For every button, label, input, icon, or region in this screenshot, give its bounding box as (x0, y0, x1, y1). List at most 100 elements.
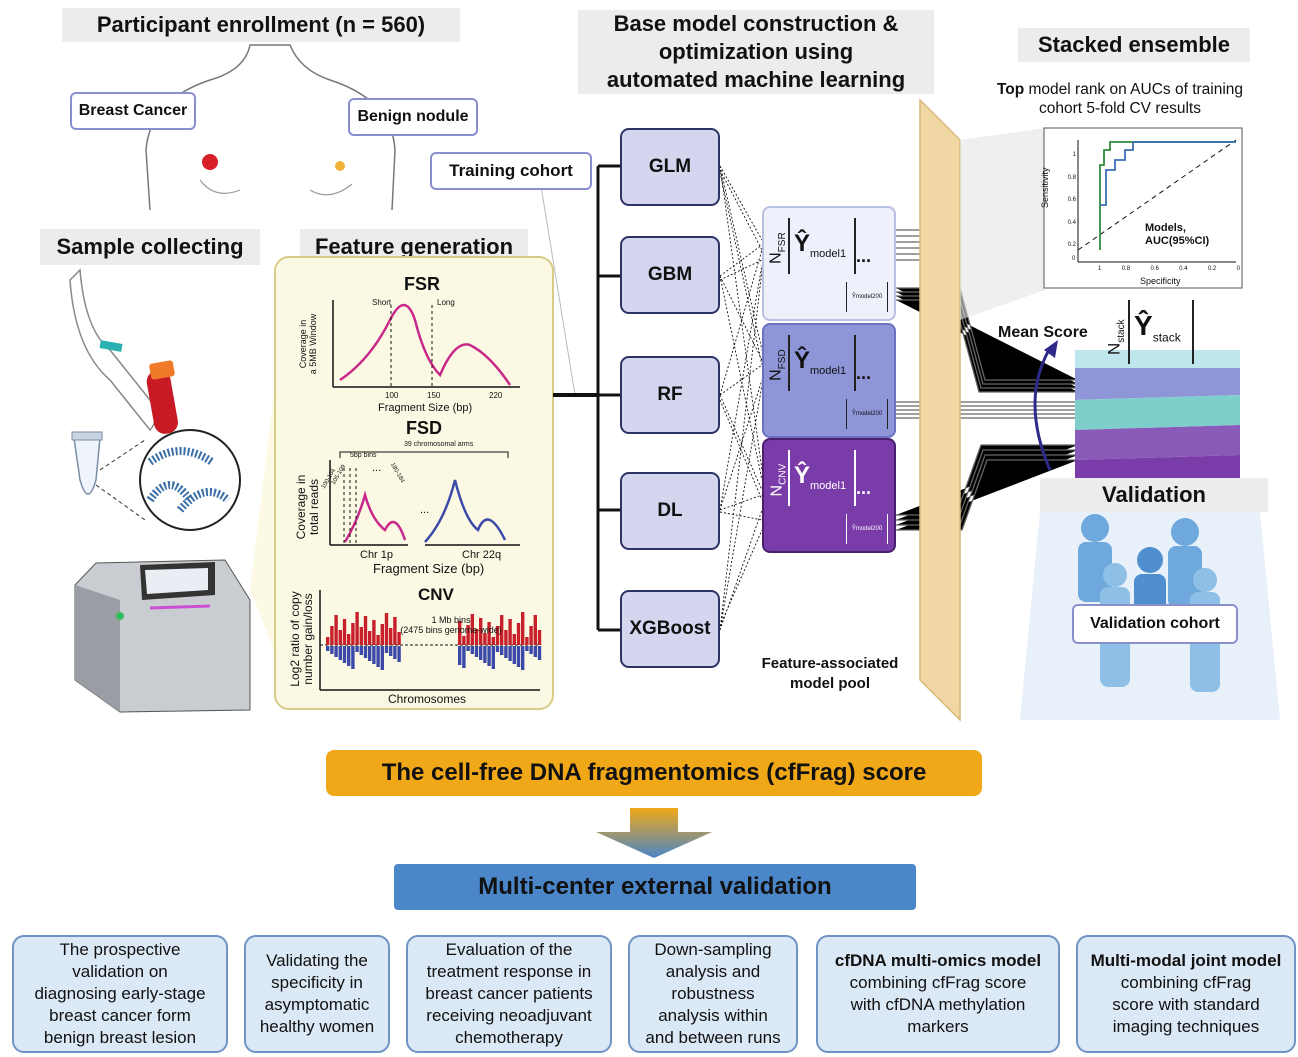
cnv-loss-bar (338, 646, 342, 660)
cnv-gain-bar (330, 626, 334, 645)
fsr-short-label: Short (372, 298, 392, 307)
fsr-xtick-220: 220 (489, 391, 503, 400)
cnv-loss-bar (359, 646, 363, 655)
cnv-loss-bar (508, 646, 512, 661)
cnv-gain-bar (389, 628, 393, 645)
roc-ytick: 0.6 (1067, 197, 1076, 204)
roc-title-bold: Top (996, 81, 1025, 98)
study-box-treatment: Evaluation of the treatment response in … (406, 935, 612, 1053)
study-box-multimodal: Multi-modal joint model combining cfFrag… (1076, 935, 1296, 1053)
mean-score-arrow (1033, 347, 1052, 471)
ensemble-panel (919, 98, 961, 722)
model-gbm: GBM (620, 236, 720, 314)
cnv-bins-label: 1 Mb bins (2475 bins genome-wide) (396, 615, 506, 635)
pool-fsr-mini-label: model200 (855, 294, 883, 300)
cnv-bins-line1: 1 Mb bins (431, 615, 471, 625)
roc-xtick: 0.4 (1179, 266, 1188, 272)
roc-title-rest: model rank on AUCs of training (1024, 81, 1244, 98)
cnv-gain-bar (483, 633, 487, 645)
roc-xtick: 0 (1236, 266, 1240, 272)
stack-y-hat: Ŷ (1134, 310, 1153, 341)
pool-fsr-sub: FSR (776, 232, 788, 253)
pool-caption: Feature-associated model pool (745, 654, 915, 694)
cnv-loss-bar (342, 646, 347, 663)
pool-cnv-y: Ŷmodel1 (794, 462, 847, 492)
fsd-ylabel: Coverage in total reads (288, 468, 328, 544)
pool-fsd-mini-label: model200 (855, 411, 883, 417)
header-base-model: Base model construction & optimization u… (578, 10, 934, 94)
fsd-chr1p: Chr 1p (360, 549, 394, 561)
study-line: breast cancer patients (425, 984, 593, 1003)
cnv-gain-bar (334, 615, 338, 645)
cfdna-magnify-icon (139, 429, 241, 531)
pool-cnv-mini-label: model200 (855, 526, 883, 532)
roc-xlabel: Specificity (1140, 276, 1181, 286)
fsd-title: FSD (406, 418, 442, 438)
roc-xtick: 1 (1098, 266, 1102, 272)
cnv-xlabel: Chromosomes (388, 692, 467, 706)
cnv-gain-bar (516, 623, 521, 645)
model-dl: DL (620, 472, 720, 550)
cnv-loss-bar (521, 646, 525, 670)
cnv-gain-bar (479, 618, 483, 645)
cnv-gain-bar (359, 627, 363, 645)
header-base-line2: optimization using (658, 39, 854, 64)
cnv-bins-line2: (2475 bins genome-wide) (400, 625, 502, 635)
study-line: specificity in (271, 973, 363, 992)
cnv-loss-bar (372, 646, 376, 664)
pool-cnv-sub: CNV (777, 463, 789, 485)
stacked-layers (1075, 350, 1240, 485)
header-sample-collecting: Sample collecting (40, 229, 260, 265)
cnv-gain-bar (342, 619, 347, 645)
study-line: imaging techniques (1112, 1017, 1260, 1036)
model-pool-links (719, 165, 763, 631)
roc-ytick: 0.8 (1067, 174, 1076, 181)
cnv-gain-bar (470, 614, 474, 645)
cnv-ylabel: Log2 ratio of copy number gain/loss (280, 590, 320, 690)
cnv-gain-bar (380, 624, 384, 645)
study-box-downsampling: Down-sampling analysis and robustness an… (628, 935, 798, 1053)
cnv-loss-bar (495, 646, 500, 652)
cnv-loss-bar (376, 646, 380, 667)
cnv-loss-bar (483, 646, 487, 663)
pool-fsd-dots: ... (856, 363, 872, 383)
cnv-loss-bar (474, 646, 479, 657)
fsr-long-label: Long (437, 298, 455, 307)
cnv-gain-bar (500, 615, 504, 645)
model-glm: GLM (620, 128, 720, 206)
fsd-chr22q: Chr 22q (462, 549, 502, 561)
cnv-loss-bar (363, 646, 368, 658)
cnv-loss-bar (326, 646, 330, 651)
stack-y: Ŷstack (1134, 310, 1181, 345)
label-benign-nodule: Benign nodule (348, 98, 478, 136)
cnv-loss-bar (479, 646, 483, 660)
cnv-gain-bar (393, 617, 397, 645)
study-line: validation on (72, 962, 168, 981)
cnv-gain-bar (363, 616, 368, 645)
sequencer-icon (74, 559, 251, 713)
pool-cnv-model: model1 (810, 479, 847, 492)
cnv-gain-bar (326, 637, 330, 645)
pool-fsd-y: Ŷmodel1 (794, 347, 847, 377)
feature-panel (274, 256, 554, 710)
label-validation-cohort: Validation cohort (1072, 604, 1238, 644)
roc-legend-line1: Models, (1145, 222, 1186, 234)
cnv-gain-bar (458, 621, 462, 645)
stack-n-sub: stack (1116, 319, 1128, 343)
study-line: analysis within (658, 1006, 768, 1025)
fsd-ylabel-line2: total reads (307, 478, 321, 536)
label-breast-cancer: Breast Cancer (70, 92, 196, 130)
cnv-gain-bar (347, 634, 351, 645)
cnv-loss-bar (458, 646, 462, 665)
pool-cnv: NCNV Ŷmodel1 ... Ŷmodel200 (762, 438, 896, 553)
pool-fsr-mini: Ŷmodel200 (846, 282, 888, 312)
roc-ytick-zero: 0 (1072, 256, 1076, 262)
fsr-title: FSR (404, 274, 440, 294)
cnv-loss-bar (384, 646, 389, 653)
pool-cnv-n: NCNV (768, 463, 789, 497)
cnv-loss-bar (330, 646, 334, 654)
cnv-gain-bar (508, 619, 512, 645)
roc-title-line2: cohort 5-fold CV results (1039, 100, 1201, 117)
cnv-gain-bar (351, 623, 355, 645)
model-xgboost: XGBoost (620, 590, 720, 668)
